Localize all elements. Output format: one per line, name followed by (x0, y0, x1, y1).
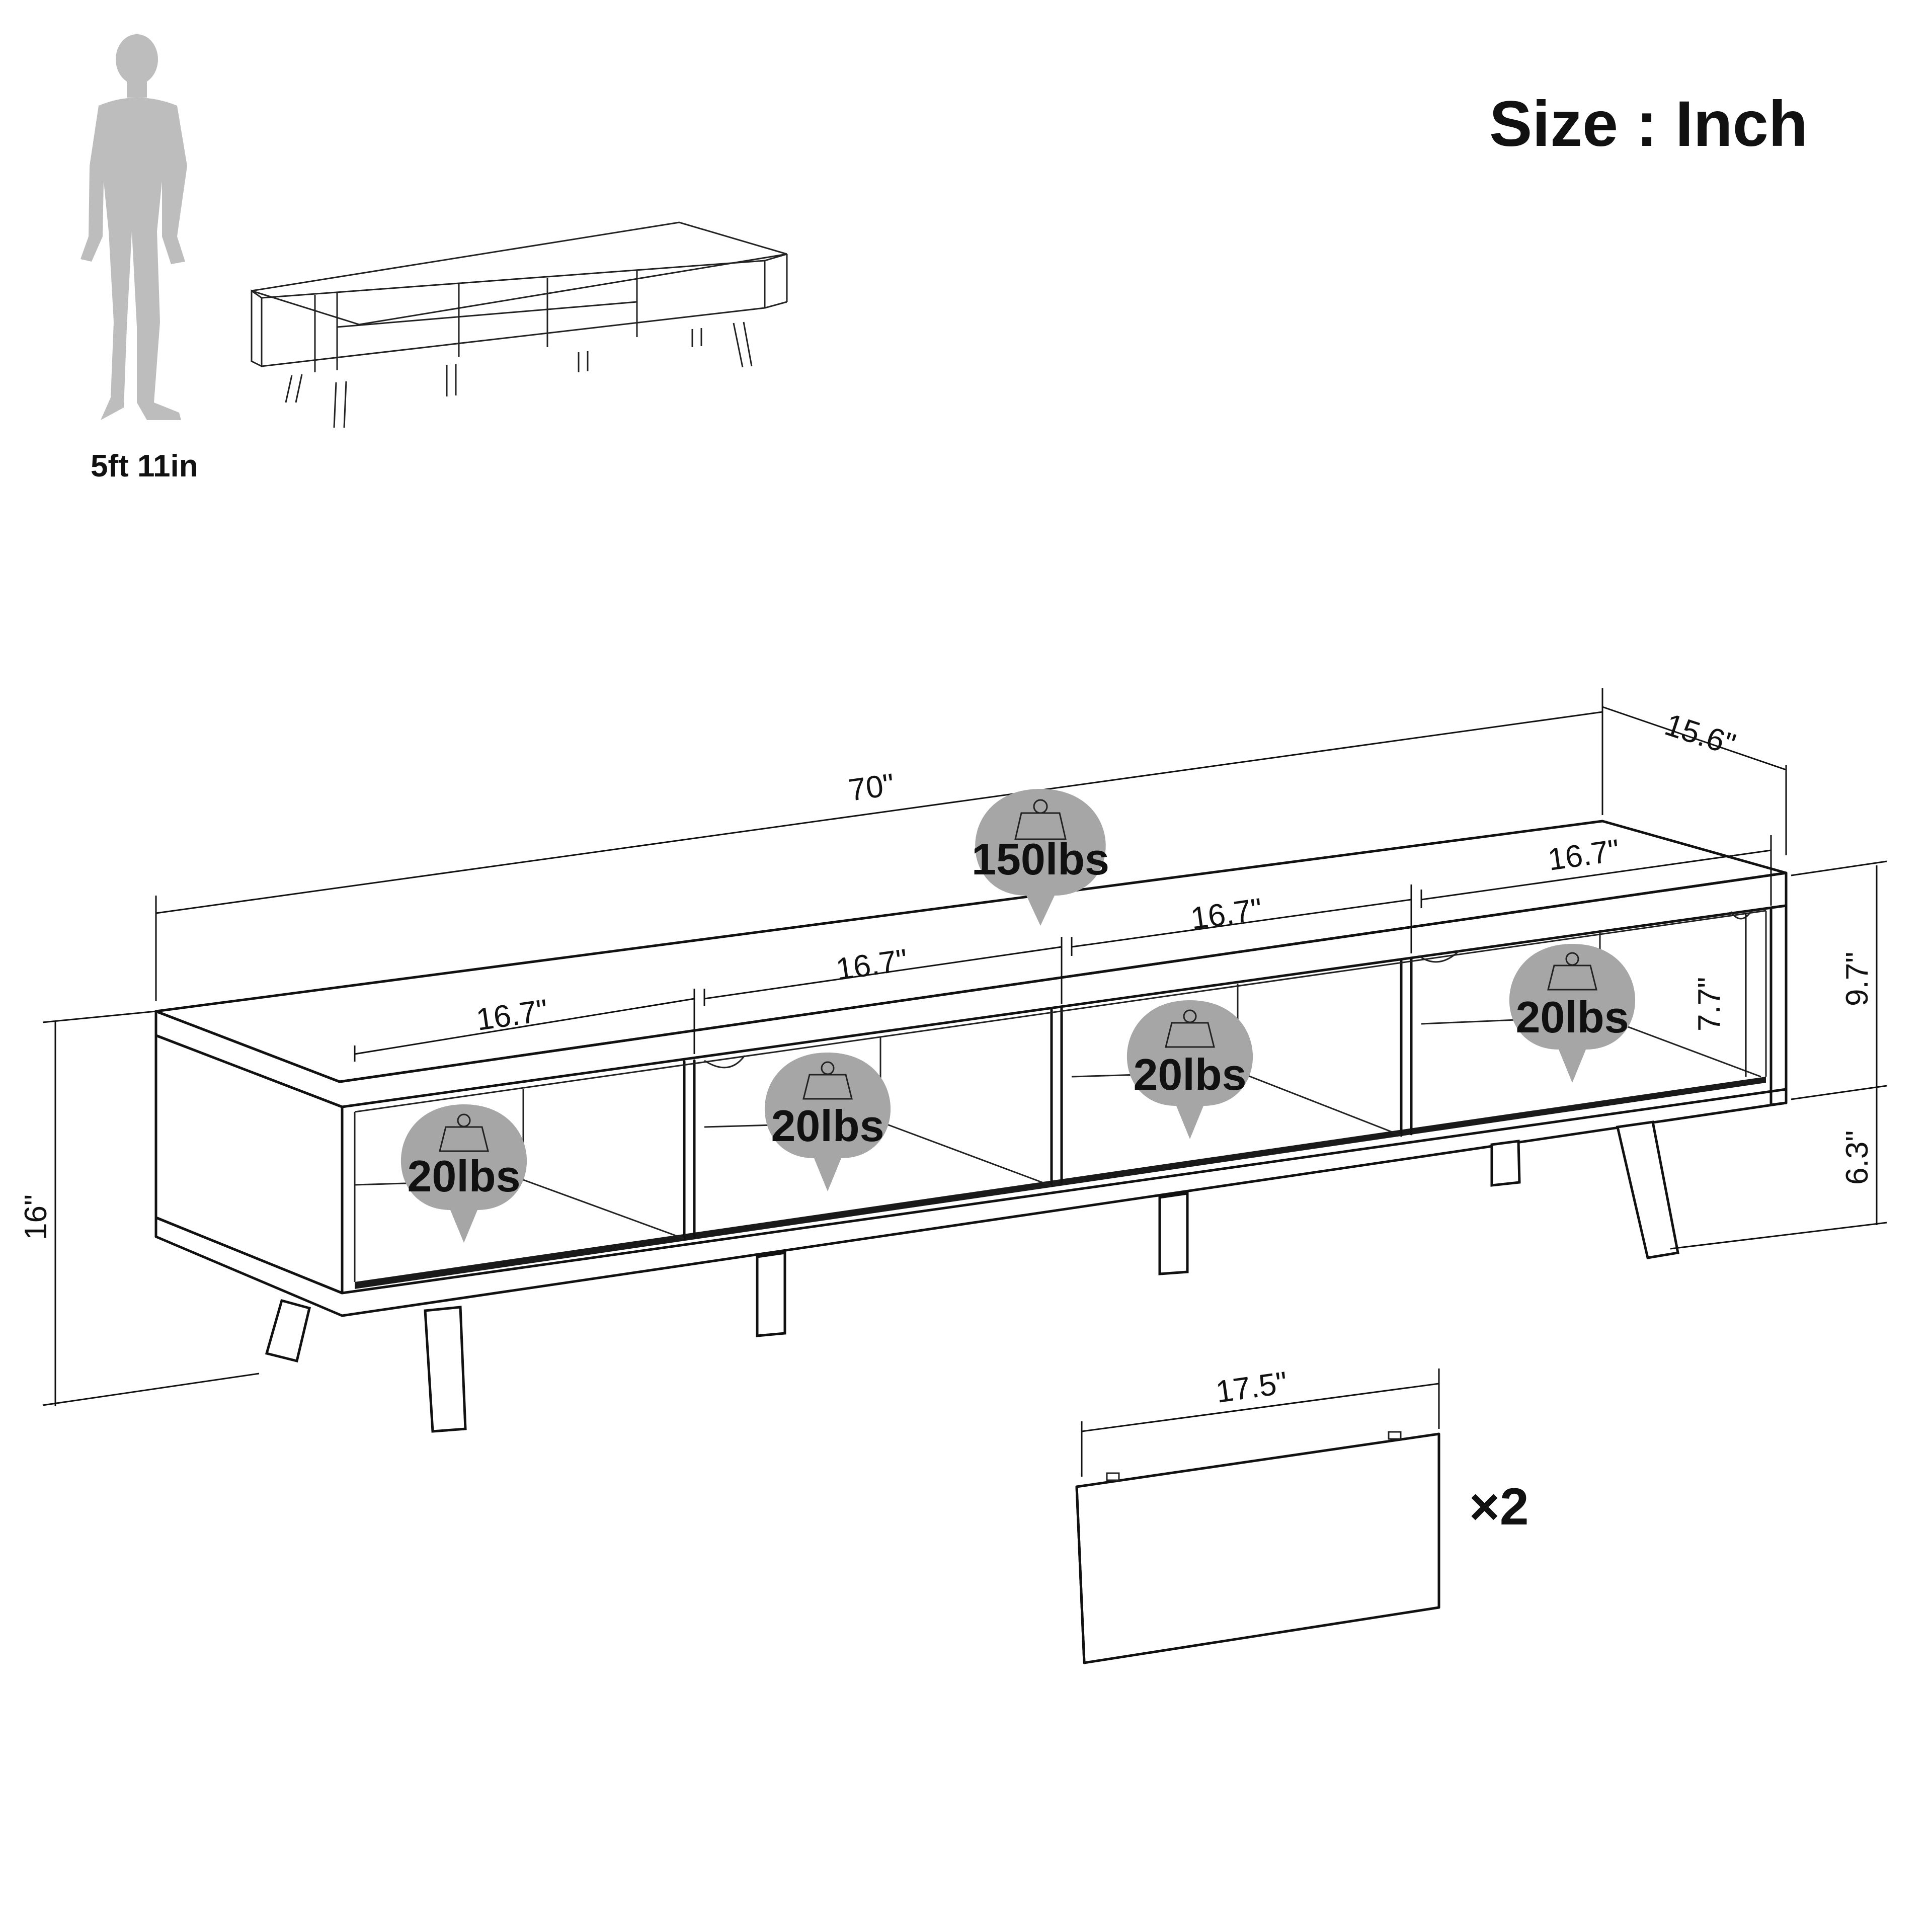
load-badge-shelf-4: 20lbs (1509, 944, 1636, 1083)
cubby-width-label-2: 16.7" (834, 943, 910, 987)
overall-depth-label: 15.6" (1661, 707, 1740, 763)
leg-back-right (1490, 1140, 1521, 1187)
weight-icon (439, 1113, 489, 1152)
weight-icon (1014, 799, 1067, 840)
cubby-width-label-3: 16.7" (1188, 892, 1264, 936)
load-badge-shelf-2: 20lbs (764, 1053, 891, 1191)
door-panel-width-label: 17.5" (1214, 1365, 1290, 1410)
weight-icon (1547, 952, 1597, 991)
load-badge-shelf-1: 20lbs (400, 1104, 527, 1243)
weight-icon (1165, 1009, 1215, 1048)
shelf-load-label-4: 20lbs (1515, 992, 1629, 1042)
cubby-width-label-1: 16.7" (474, 993, 550, 1037)
cubby-width-label-4: 16.7" (1546, 833, 1622, 877)
door-panel-quantity-label: ×2 (1469, 1478, 1529, 1536)
leg-mid-2 (1158, 1192, 1189, 1275)
opening-height-label: 7.7" (1692, 977, 1727, 1031)
tv-stand-drawing (154, 820, 1788, 1433)
load-badge-shelf-3: 20lbs (1126, 1000, 1253, 1139)
body-height-label: 9.7" (1840, 952, 1875, 1006)
leg-height-label: 6.3" (1840, 1131, 1875, 1185)
size-unit-title: Size : Inch (1489, 88, 1808, 160)
person-silhouette-icon (80, 34, 187, 420)
person-height-label: 5ft 11in (91, 449, 198, 484)
load-badge-top: 150lbs (972, 789, 1109, 926)
right-end-panel (1769, 904, 1788, 1106)
top-load-label: 150lbs (972, 834, 1109, 884)
shelf-load-label-3: 20lbs (1133, 1050, 1246, 1099)
dimension-lines (42, 688, 1887, 1477)
leg-front-left (265, 1299, 311, 1363)
shelf-load-label-2: 20lbs (771, 1101, 884, 1151)
reference-tv-stand-icon (251, 221, 788, 428)
weight-icon (802, 1061, 853, 1100)
leg-front-left-2 (424, 1306, 467, 1433)
leg-front-right (1616, 1120, 1679, 1259)
door-panel-drawing (1075, 1431, 1440, 1664)
leg-mid-1 (756, 1251, 786, 1337)
overall-width-label: 70" (846, 767, 897, 808)
shelf-load-label-1: 20lbs (407, 1151, 520, 1201)
overall-height-label: 16" (19, 1194, 53, 1240)
